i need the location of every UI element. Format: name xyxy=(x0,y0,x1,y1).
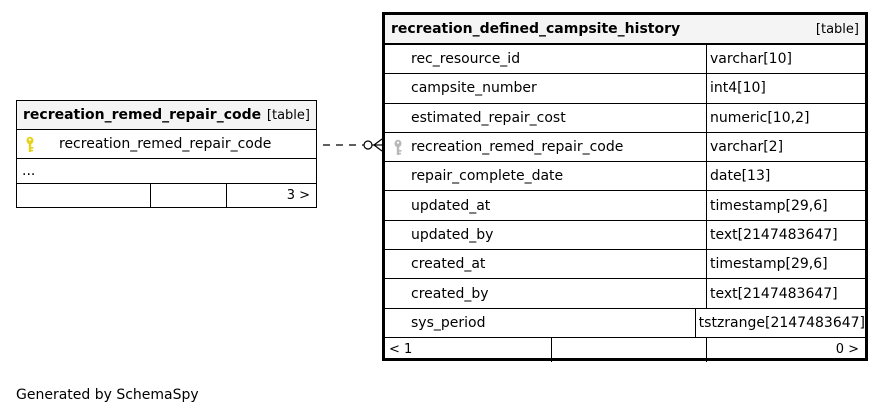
column-name: rec_resource_id xyxy=(385,45,707,74)
column-type: varchar[2] xyxy=(710,139,784,156)
column-type: text[2147483647] xyxy=(710,285,838,302)
child-count[interactable]: 3 > xyxy=(286,188,310,203)
footer-middle xyxy=(552,337,707,362)
column-name: sys_period xyxy=(385,308,696,337)
child-count[interactable]: 0 > xyxy=(835,342,859,358)
table-recreation-defined-campsite-history[interactable]: recreation_defined_campsite_history [tab… xyxy=(382,12,868,362)
table-footer: < 1 0 > xyxy=(385,337,865,362)
column-name: estimated_repair_cost xyxy=(385,103,707,132)
footer-left xyxy=(17,184,151,207)
column-name: created_at xyxy=(385,250,707,279)
column-type: tstzrange[2147483647] xyxy=(698,314,865,331)
column-type: numeric[10,2] xyxy=(710,109,810,126)
parent-count[interactable]: < 1 xyxy=(385,337,552,362)
column-type: timestamp[29,6] xyxy=(710,256,828,273)
footer-middle xyxy=(151,184,227,207)
column-name: repair_complete_date xyxy=(385,162,707,191)
more-columns-ellipsis: ... xyxy=(17,159,316,184)
key-icon xyxy=(26,136,34,152)
table-name: recreation_remed_repair_code xyxy=(23,107,262,123)
column-type: varchar[10] xyxy=(710,51,792,68)
column-type: date[13] xyxy=(710,168,771,185)
column-name: recreation_remed_repair_code xyxy=(385,132,707,162)
table-kind: [table] xyxy=(266,107,310,123)
column-type: timestamp[29,6] xyxy=(710,197,828,214)
column-name: recreation_remed_repair_code xyxy=(59,136,272,152)
column-name: campsite_number xyxy=(385,74,707,103)
table-header: recreation_remed_repair_code [table] xyxy=(17,101,316,130)
table-header: recreation_defined_campsite_history [tab… xyxy=(385,15,865,45)
column-type: int4[10] xyxy=(710,80,766,97)
column-row[interactable]: recreation_remed_repair_code xyxy=(17,130,316,159)
key-icon xyxy=(394,139,402,155)
generated-by-text: Generated by SchemaSpy xyxy=(16,387,199,403)
column-name: updated_by xyxy=(385,220,707,250)
column-name: created_by xyxy=(385,279,707,308)
table-kind: [table] xyxy=(815,21,859,37)
table-name: recreation_defined_campsite_history xyxy=(391,21,681,37)
table-footer: 3 > xyxy=(17,184,316,207)
column-name: updated_at xyxy=(385,191,707,220)
column-type: text[2147483647] xyxy=(710,226,838,243)
table-recreation-remed-repair-code[interactable]: recreation_remed_repair_code [table] rec… xyxy=(16,100,317,208)
